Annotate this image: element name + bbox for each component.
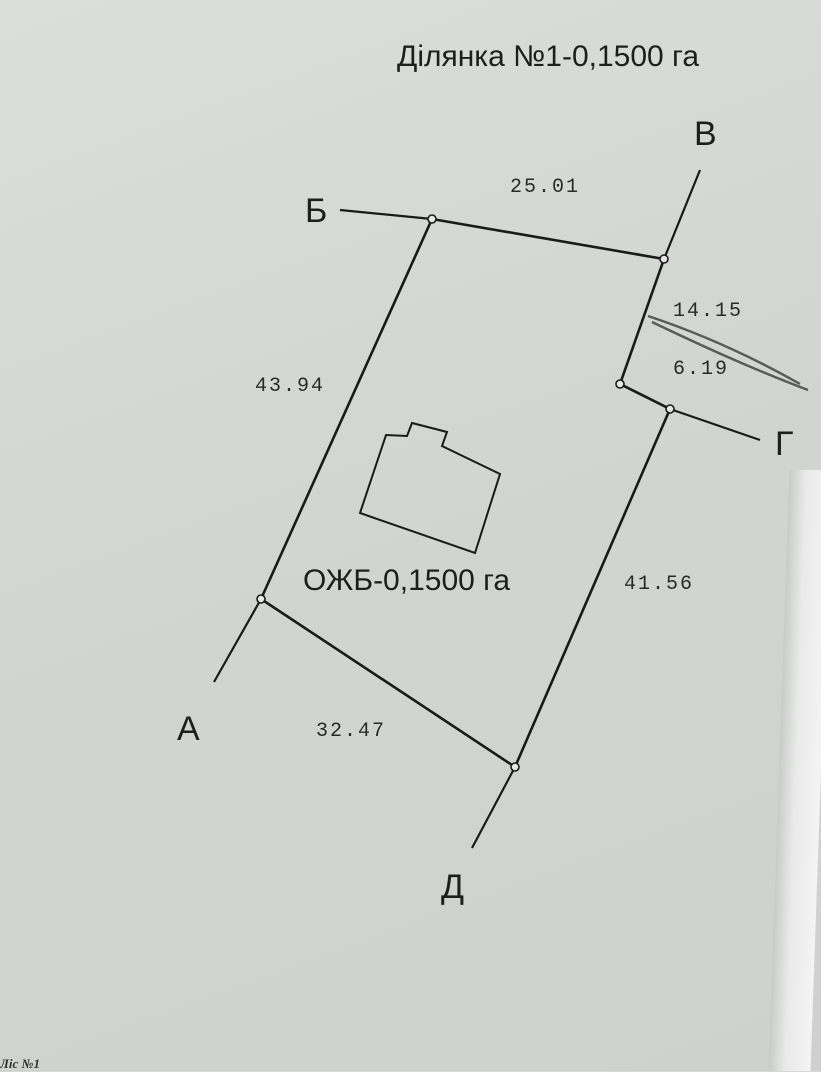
area-label: ОЖБ-0,1500 га bbox=[303, 564, 511, 597]
vertex-marker-d bbox=[510, 762, 520, 772]
footer-text: Лiс №1 bbox=[0, 1056, 40, 1071]
vertex-marker-v bbox=[659, 254, 669, 264]
dimension-bottom: 32.47 bbox=[316, 720, 387, 743]
vertex-marker-g bbox=[665, 404, 675, 414]
vertex-label-a: А bbox=[177, 710, 200, 748]
parcel-boundary bbox=[259, 217, 672, 769]
vertex-marker-b bbox=[427, 214, 437, 224]
dimension-left: 43.94 bbox=[255, 375, 326, 398]
vertex-label-d: Д bbox=[441, 868, 465, 906]
vertex-label-b: Б bbox=[305, 192, 328, 230]
vertex-label-g: Г bbox=[775, 425, 794, 463]
ext-line-v bbox=[662, 169, 702, 260]
ext-line-a bbox=[213, 598, 262, 683]
vertex-marker-step bbox=[615, 379, 625, 389]
pen-mark bbox=[647, 314, 809, 392]
dimension-right-upper: 14.15 bbox=[673, 300, 744, 323]
plot-title: Ділянка №1-0,1500 га bbox=[397, 40, 700, 73]
ext-line-b bbox=[339, 208, 433, 221]
dimension-top: 25.01 bbox=[510, 176, 581, 199]
dimension-right-lower: 41.56 bbox=[624, 573, 695, 596]
dimension-right-step: 6.19 bbox=[673, 358, 730, 381]
ext-line-g bbox=[669, 407, 761, 442]
ext-line-d bbox=[471, 766, 516, 849]
vertex-label-v: В bbox=[694, 115, 717, 153]
vertex-marker-a bbox=[256, 594, 266, 604]
building-footprint bbox=[358, 421, 502, 555]
